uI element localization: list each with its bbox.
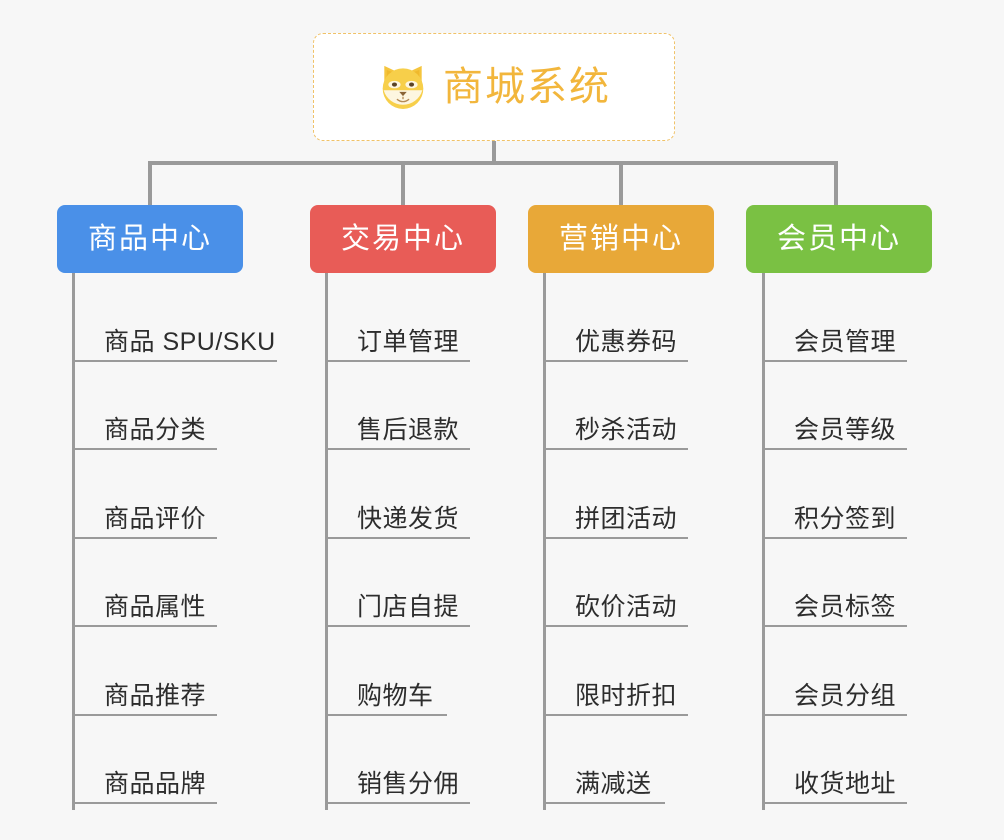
connector-drop-3 [619, 161, 623, 205]
category-box-1[interactable]: 商品中心 [57, 205, 243, 273]
leaf-item-rule [762, 536, 907, 539]
leaf-item-label: 订单管理 [357, 327, 460, 356]
leaf-spine-1 [72, 273, 75, 810]
connector-root-stem [492, 141, 496, 163]
leaf-item[interactable]: 限时折扣 [543, 627, 773, 716]
leaf-item-rule [325, 625, 470, 627]
leaf-item[interactable]: 优惠券码 [543, 273, 773, 362]
leaf-item-label: 限时折扣 [575, 681, 678, 710]
leaf-item[interactable]: 会员等级 [762, 362, 992, 450]
leaf-item-label: 砍价活动 [575, 593, 678, 622]
leaf-item[interactable]: 会员分组 [762, 627, 992, 716]
leaf-item-label: 会员标签 [794, 593, 897, 622]
leaf-item[interactable]: 商品评价 [72, 450, 302, 539]
leaf-spine-2 [325, 273, 328, 810]
category-box-2[interactable]: 交易中心 [310, 205, 496, 273]
leaf-item-label: 优惠券码 [575, 327, 678, 356]
leaf-item-rule [543, 625, 688, 627]
leaf-item-rule [762, 802, 907, 804]
leaf-item-rule [325, 713, 447, 716]
leaf-item-rule [72, 713, 217, 716]
leaf-item-label: 积分签到 [794, 504, 897, 533]
leaf-item-rule [72, 802, 217, 804]
connector-drop-4 [834, 161, 838, 205]
leaf-column-1: 商品 SPU/SKU 商品分类 商品评价 商品属性 商品推荐 商品品牌 [72, 273, 302, 810]
leaf-item-rule [72, 625, 217, 627]
leaf-column-3: 优惠券码 秒杀活动 拼团活动 砍价活动 限时折扣 满减送 [543, 273, 773, 810]
leaf-item[interactable]: 快递发货 [325, 450, 555, 539]
leaf-item-label: 会员等级 [794, 416, 897, 445]
category-box-3[interactable]: 营销中心 [528, 205, 714, 273]
leaf-spine-3 [543, 273, 546, 810]
leaf-item-label: 商品属性 [104, 593, 207, 622]
leaf-item[interactable]: 门店自提 [325, 539, 555, 627]
leaf-item-label: 商品评价 [104, 504, 207, 533]
leaf-item[interactable]: 会员标签 [762, 539, 992, 627]
connector-drop-2 [401, 161, 405, 205]
leaf-item-label: 商品 SPU/SKU [104, 327, 276, 356]
leaf-item-label: 快递发货 [357, 504, 460, 533]
leaf-item[interactable]: 商品属性 [72, 539, 302, 627]
leaf-item[interactable]: 砍价活动 [543, 539, 773, 627]
leaf-item-label: 销售分佣 [357, 770, 460, 799]
leaf-item-label: 会员管理 [794, 327, 897, 356]
leaf-item-rule [325, 359, 470, 362]
leaf-item[interactable]: 收货地址 [762, 716, 992, 804]
leaf-item-label: 秒杀活动 [575, 416, 678, 445]
category-label-3: 营销中心 [558, 222, 683, 255]
root-title: 商城系统 [443, 65, 611, 109]
leaf-item-rule [762, 448, 907, 450]
category-label-1: 商品中心 [87, 222, 212, 255]
leaf-item-rule [543, 802, 665, 804]
leaf-item[interactable]: 销售分佣 [325, 716, 555, 804]
leaf-item[interactable]: 售后退款 [325, 362, 555, 450]
leaf-item-label: 商品推荐 [104, 681, 207, 710]
leaf-item[interactable]: 秒杀活动 [543, 362, 773, 450]
leaf-spine-4 [762, 273, 765, 810]
category-box-4[interactable]: 会员中心 [746, 205, 932, 273]
leaf-item-label: 收货地址 [794, 770, 897, 799]
category-label-2: 交易中心 [340, 222, 465, 255]
leaf-item-rule [762, 625, 907, 627]
leaf-item-rule [72, 359, 277, 362]
connector-horizontal-bus [148, 161, 838, 165]
leaf-item-rule [762, 713, 907, 716]
leaf-item-rule [762, 359, 907, 362]
shiba-dog-face-icon [377, 61, 429, 113]
leaf-item-label: 满减送 [575, 770, 652, 799]
leaf-item[interactable]: 拼团活动 [543, 450, 773, 539]
leaf-item-rule [543, 448, 688, 450]
leaf-item-rule [543, 359, 688, 362]
leaf-item-label: 售后退款 [357, 416, 460, 445]
leaf-item[interactable]: 购物车 [325, 627, 555, 716]
leaf-item-rule [325, 448, 470, 450]
leaf-item[interactable]: 订单管理 [325, 273, 555, 362]
leaf-item[interactable]: 商品品牌 [72, 716, 302, 804]
leaf-item[interactable]: 商品分类 [72, 362, 302, 450]
leaf-item[interactable]: 积分签到 [762, 450, 992, 539]
leaf-item-rule [325, 802, 470, 804]
leaf-item-label: 会员分组 [794, 681, 897, 710]
leaf-item-label: 商品品牌 [104, 770, 207, 799]
leaf-item-label: 门店自提 [357, 593, 460, 622]
leaf-item-rule [543, 713, 688, 716]
leaf-column-2: 订单管理 售后退款 快递发货 门店自提 购物车 销售分佣 [325, 273, 555, 810]
leaf-item-rule [543, 536, 688, 539]
leaf-item[interactable]: 满减送 [543, 716, 773, 804]
category-label-4: 会员中心 [776, 222, 901, 255]
leaf-item-rule [325, 536, 470, 539]
leaf-item-label: 拼团活动 [575, 504, 678, 533]
leaf-item[interactable]: 商品推荐 [72, 627, 302, 716]
leaf-item-label: 购物车 [357, 681, 434, 710]
root-node[interactable]: 商城系统 [313, 33, 675, 141]
leaf-item-rule [72, 536, 217, 539]
leaf-item-rule [72, 448, 217, 450]
leaf-item[interactable]: 会员管理 [762, 273, 992, 362]
connector-drop-1 [148, 161, 152, 205]
leaf-column-4: 会员管理 会员等级 积分签到 会员标签 会员分组 收货地址 [762, 273, 992, 810]
leaf-item[interactable]: 商品 SPU/SKU [72, 273, 302, 362]
leaf-item-label: 商品分类 [104, 416, 207, 445]
